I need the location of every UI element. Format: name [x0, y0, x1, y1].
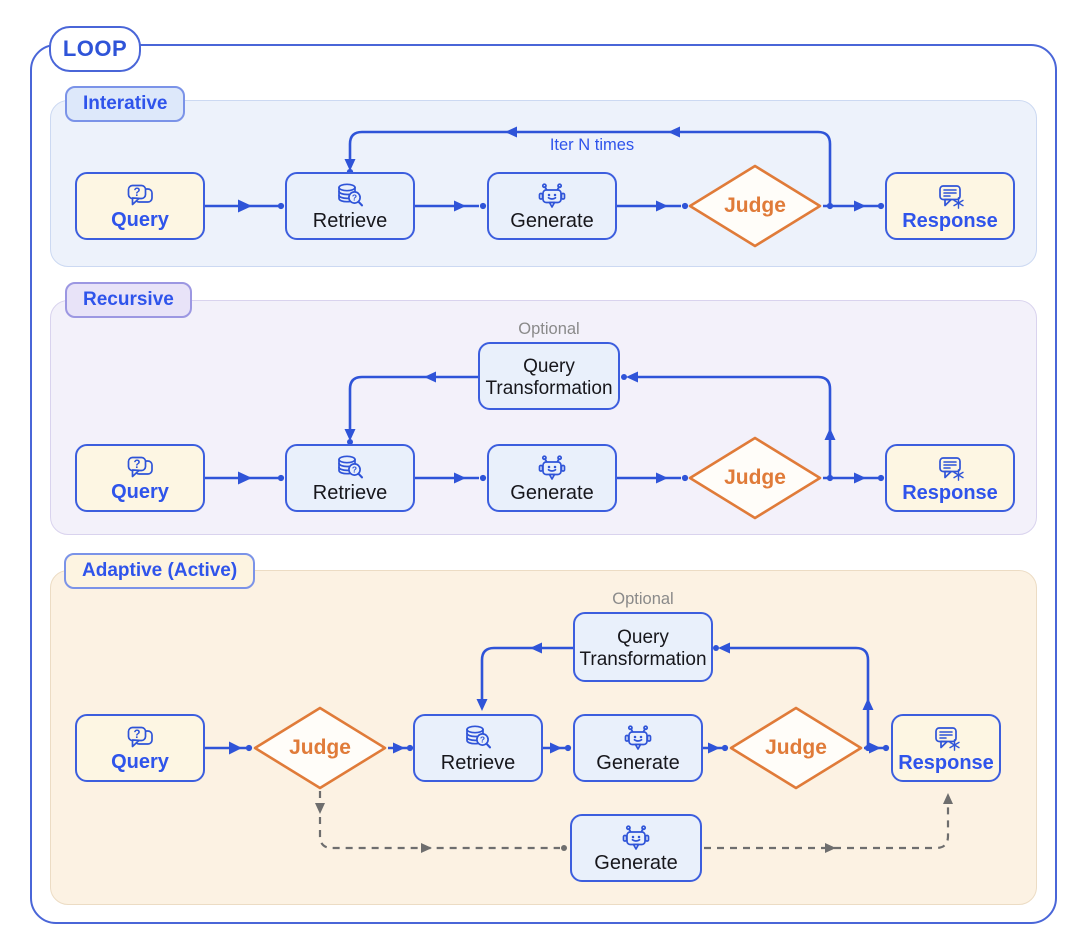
database-search-icon — [463, 724, 493, 752]
iterative-retrieve-node: Retrieve — [285, 172, 415, 240]
badge-adaptive: Adaptive (Active) — [64, 553, 256, 589]
node-label: Response — [898, 751, 994, 774]
adaptive-retrieve-node: Retrieve — [413, 714, 543, 782]
node-label: Query Transformation — [579, 627, 707, 670]
node-label: Retrieve — [312, 210, 388, 232]
recursive-query-transformation-node: Query Transformation — [478, 342, 620, 410]
adaptive-optional-label: Optional — [612, 590, 674, 608]
iter-n-times-label: Iter N times — [549, 136, 635, 154]
badge-iterative: Interative — [65, 86, 186, 122]
judge-label: Judge — [724, 466, 786, 489]
robot-chat-icon — [535, 455, 569, 482]
recursive-response-node: Response — [885, 444, 1015, 512]
question-chat-bubble-icon — [124, 455, 156, 481]
robot-chat-icon — [619, 825, 653, 852]
node-label: Generate — [510, 209, 594, 232]
question-chat-bubble-icon — [124, 183, 156, 209]
adaptive-query-transformation-node: Query Transformation — [573, 612, 713, 682]
loop-container — [30, 44, 1057, 924]
adaptive-judge-post-node: Judge — [728, 705, 864, 791]
badge-recursive-label: Recursive — [83, 289, 174, 310]
node-label: Generate — [596, 751, 680, 774]
chat-lines-snowflake-icon — [931, 725, 961, 752]
adaptive-query-node: Query — [75, 714, 205, 782]
badge-adaptive-label: Adaptive (Active) — [82, 560, 238, 581]
recursive-query-node: Query — [75, 444, 205, 512]
iterative-generate-node: Generate — [487, 172, 617, 240]
judge-label: Judge — [765, 736, 827, 759]
node-label: Generate — [594, 851, 678, 874]
node-label: Response — [902, 209, 998, 232]
database-search-icon — [335, 182, 365, 210]
chat-lines-snowflake-icon — [935, 455, 965, 482]
node-label: Retrieve — [312, 482, 388, 504]
robot-chat-icon — [535, 183, 569, 210]
node-label: Generate — [510, 481, 594, 504]
node-label: Query — [111, 209, 169, 231]
recursive-optional-label: Optional — [518, 320, 580, 338]
node-label: Query Transformation — [485, 356, 613, 399]
question-chat-bubble-icon — [124, 725, 156, 751]
judge-label: Judge — [289, 736, 351, 759]
recursive-retrieve-node: Retrieve — [285, 444, 415, 512]
badge-recursive: Recursive — [65, 282, 192, 318]
adaptive-direct-generate-node: Generate — [570, 814, 702, 882]
panel-adaptive — [50, 570, 1037, 905]
adaptive-generate-node: Generate — [573, 714, 703, 782]
chat-lines-snowflake-icon — [935, 183, 965, 210]
adaptive-response-node: Response — [891, 714, 1001, 782]
node-label: Response — [902, 481, 998, 504]
loop-title-badge: LOOP — [49, 26, 141, 72]
recursive-judge-node: Judge — [687, 435, 823, 521]
iterative-query-node: Query — [75, 172, 205, 240]
robot-chat-icon — [621, 725, 655, 752]
iterative-judge-node: Judge — [687, 163, 823, 249]
loop-title: LOOP — [62, 36, 128, 61]
adaptive-judge-pre-node: Judge — [252, 705, 388, 791]
node-label: Retrieve — [440, 752, 516, 774]
database-search-icon — [335, 454, 365, 482]
badge-iterative-label: Interative — [83, 93, 168, 114]
recursive-generate-node: Generate — [487, 444, 617, 512]
iterative-response-node: Response — [885, 172, 1015, 240]
diamond-shape — [253, 706, 387, 790]
judge-label: Judge — [724, 194, 786, 217]
node-label: Query — [111, 751, 169, 773]
node-label: Query — [111, 481, 169, 503]
